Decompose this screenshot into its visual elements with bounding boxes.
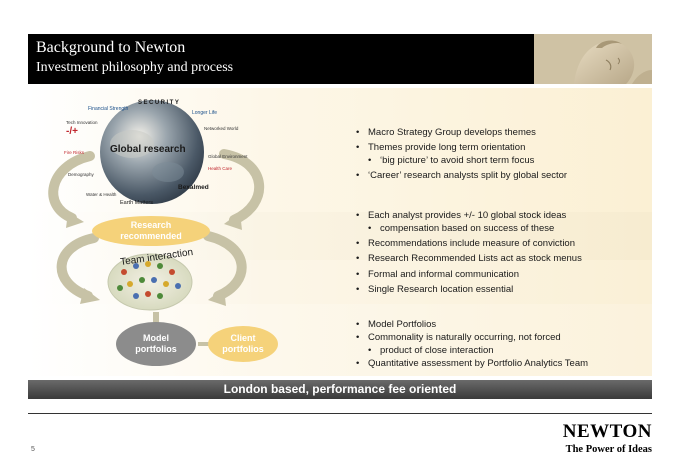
globe-word: Global Environment <box>208 154 248 159</box>
bullet-item: Research Recommended Lists act as stock … <box>356 252 582 265</box>
bullet-item: Quantitative assessment by Portfolio Ana… <box>356 357 588 370</box>
footer-banner: London based, performance fee oriented <box>28 380 652 399</box>
bullet-item: ‘Career’ research analysts split by glob… <box>356 169 567 182</box>
bullet-list-team-interaction: Formal and informal communication Single… <box>356 268 519 298</box>
bullet-list-global-research: Macro Strategy Group develops themes The… <box>356 126 567 184</box>
bullet-item: Recommendations include measure of convi… <box>356 237 582 250</box>
page-number: 5 <box>31 446 35 453</box>
bullet-item: Macro Strategy Group develops themes <box>356 126 567 139</box>
arrowhead-icon <box>80 288 100 304</box>
bullet-item: Formal and informal communication <box>356 268 519 281</box>
bullet-item: Model Portfolios <box>356 318 588 331</box>
arrowhead-icon <box>208 288 226 306</box>
model-portfolios-oval: Model portfolios <box>116 322 196 366</box>
globe-word: Tech Innovation <box>66 120 98 125</box>
people-icon <box>117 261 181 299</box>
arrowhead-icon <box>66 212 84 228</box>
bullet-item: Commonality is naturally occurring, not … <box>356 331 588 344</box>
logo-tagline: The Power of Ideas <box>565 444 652 455</box>
model-portfolios-label: Model portfolios <box>135 333 177 354</box>
slide-subtitle: Investment philosophy and process <box>36 60 234 75</box>
research-recommended-label: Research recommended <box>120 220 182 241</box>
bullet-subitem: compensation based on success of these <box>356 222 582 235</box>
cycle-arrow-right-lower <box>203 231 247 301</box>
bullet-subitem: product of close interaction <box>356 344 588 357</box>
process-diagram: Global research Financial Strength SECUR… <box>28 86 328 378</box>
slide-header: Background to Newton Investment philosop… <box>28 34 652 84</box>
cycle-arrow-left-lower <box>56 233 99 301</box>
globe-word: Earth Matters <box>120 200 154 206</box>
globe-word: Demography <box>68 172 94 177</box>
globe-word: SECURITY <box>138 100 181 106</box>
arrowhead-icon <box>224 212 242 230</box>
bullet-list-portfolios: Model Portfolios Commonality is naturall… <box>356 318 588 370</box>
globe-word: -/+ <box>66 126 78 137</box>
research-recommended-oval: Research recommended <box>92 216 210 246</box>
globe-word: Water & Health <box>86 192 117 197</box>
cycle-arrow-left-upper <box>48 151 95 223</box>
slide-title: Background to Newton <box>36 39 186 56</box>
globe-word: Health Care <box>208 166 233 171</box>
bullet-item: Themes provide long term orientation <box>356 141 567 154</box>
client-portfolios-label: Client portfolios <box>222 333 264 354</box>
statue-image <box>534 34 652 84</box>
bullet-subitem: ‘big picture’ to avoid short term focus <box>356 154 567 167</box>
globe-word: Longer Life <box>192 110 218 116</box>
globe-label: Global research <box>110 144 186 155</box>
footer-divider <box>28 413 652 414</box>
newton-logo: NEWTON The Power of Ideas <box>563 422 652 456</box>
logo-wordmark: NEWTON <box>562 421 652 442</box>
bullet-item: Single Research location essential <box>356 283 519 296</box>
client-portfolios-oval: Client portfolios <box>208 326 278 362</box>
cycle-arrow-right-upper <box>219 149 264 225</box>
globe-word: Financial Strength <box>88 106 129 112</box>
globe-word: Fire Risks <box>64 150 84 155</box>
team-group-icon <box>107 253 193 311</box>
bullet-item: Each analyst provides +/- 10 global stoc… <box>356 209 582 222</box>
diagram-graphics <box>48 100 264 346</box>
globe-word: Bexalmed <box>178 184 209 191</box>
bullet-list-research-recommended: Each analyst provides +/- 10 global stoc… <box>356 209 582 267</box>
globe-word: Networked World <box>204 126 239 131</box>
